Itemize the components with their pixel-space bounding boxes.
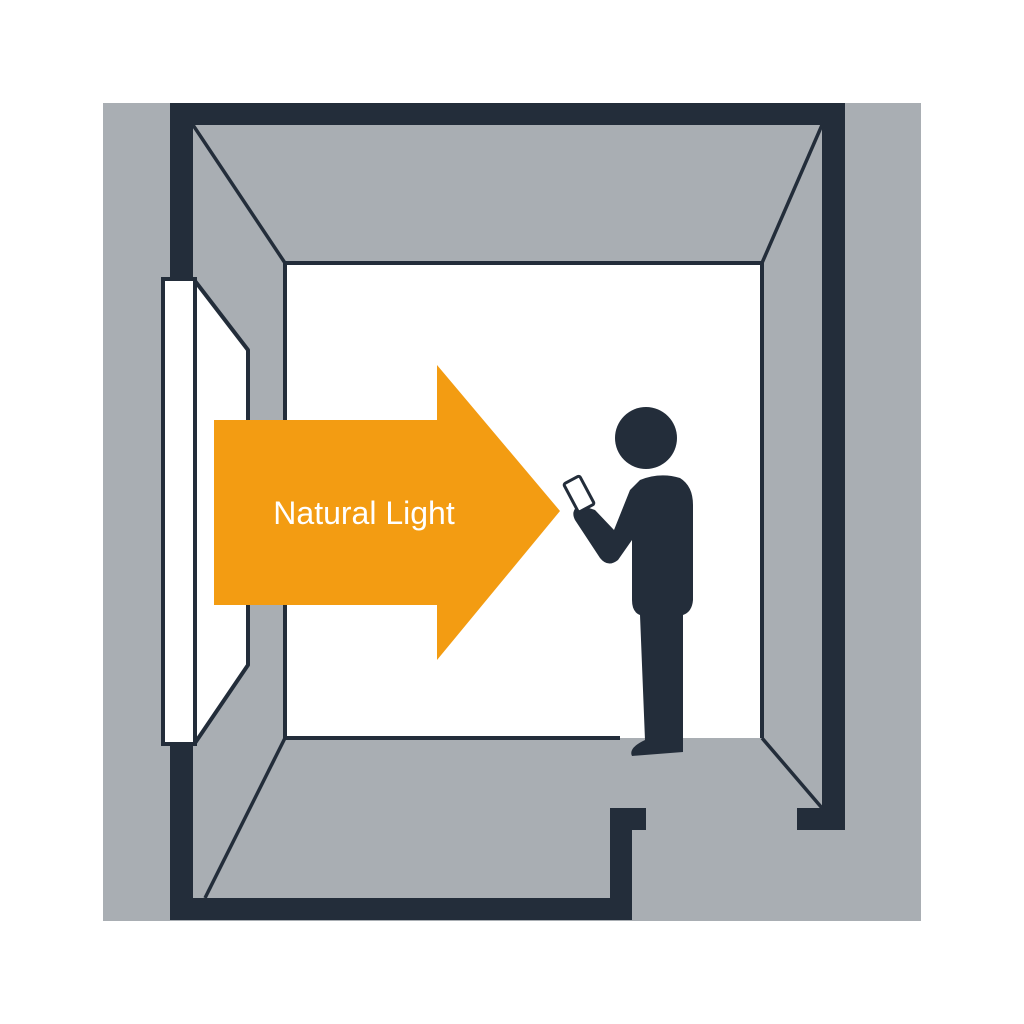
arrow-icon — [214, 365, 560, 660]
perspective-lines — [191, 124, 824, 899]
person-icon — [573, 407, 693, 756]
arrow-label: Natural Light — [273, 495, 455, 531]
smartphone-icon — [562, 474, 596, 514]
